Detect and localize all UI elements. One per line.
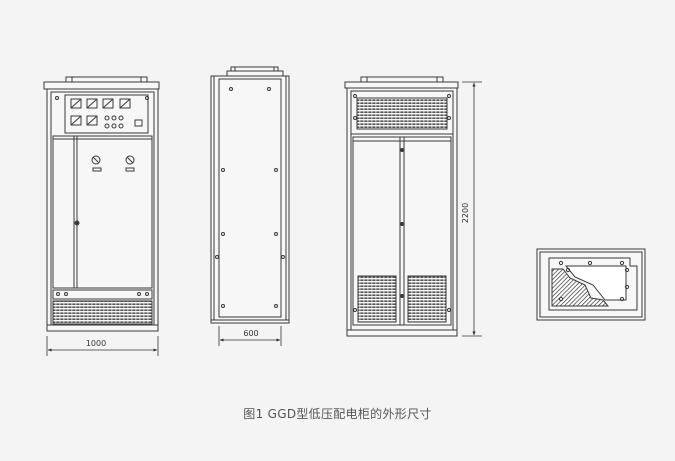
depth-dimension	[218, 326, 282, 346]
width-label: 1000	[86, 339, 106, 348]
plan-view-cabinet	[536, 248, 646, 321]
figure-caption: 图1 GGD型低压配电柜的外形尺寸	[243, 407, 432, 421]
rear-view-cabinet	[344, 76, 459, 337]
height-dimension	[462, 81, 482, 337]
height-label: 2200	[461, 203, 470, 223]
side-view-cabinet	[210, 66, 290, 324]
depth-label: 600	[243, 329, 258, 338]
width-dimension	[46, 336, 159, 356]
front-view-cabinet	[43, 76, 160, 332]
